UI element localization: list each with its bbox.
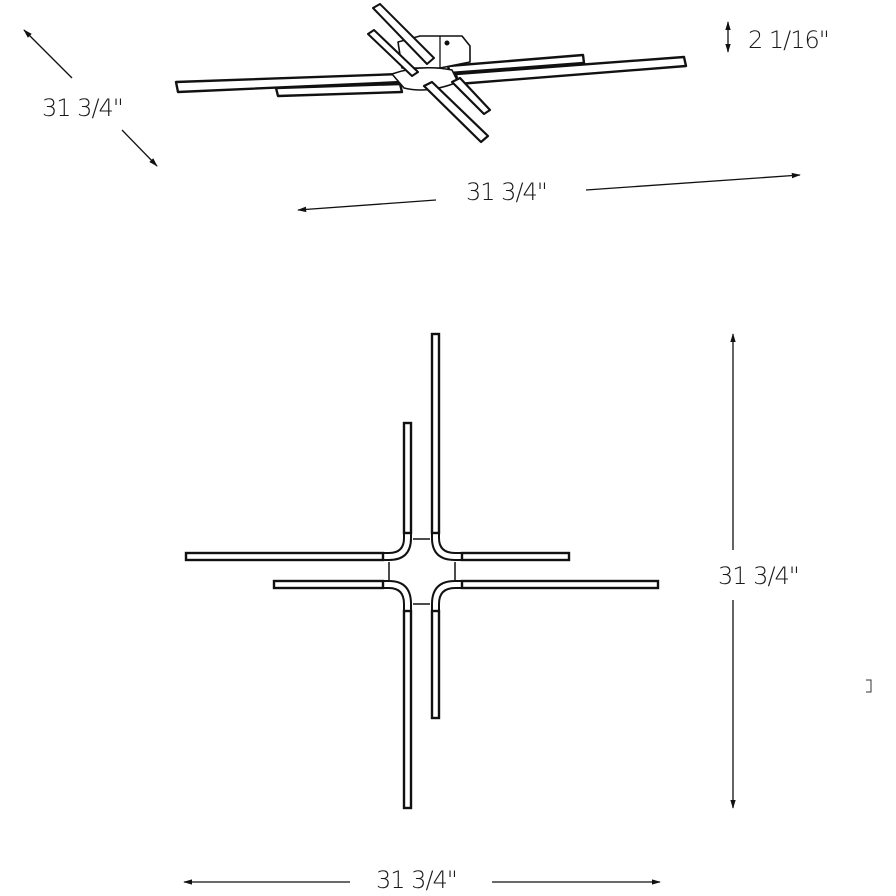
plan-height-label: 31 3/4" bbox=[718, 562, 800, 590]
fixture-isometric bbox=[174, 3, 688, 144]
iso-width-label: 31 3/4" bbox=[466, 178, 548, 206]
stray-bracket-mark bbox=[866, 679, 872, 693]
width-dimension-arrows bbox=[297, 172, 801, 213]
plan-hub bbox=[383, 533, 462, 611]
iso-height-label: 2 1/16" bbox=[748, 26, 830, 54]
iso-depth-label: 31 3/4" bbox=[42, 94, 124, 122]
fixture-plan-view bbox=[184, 332, 660, 810]
depth-dimension-arrows bbox=[23, 29, 158, 167]
plan-width-label: 31 3/4" bbox=[376, 866, 458, 894]
